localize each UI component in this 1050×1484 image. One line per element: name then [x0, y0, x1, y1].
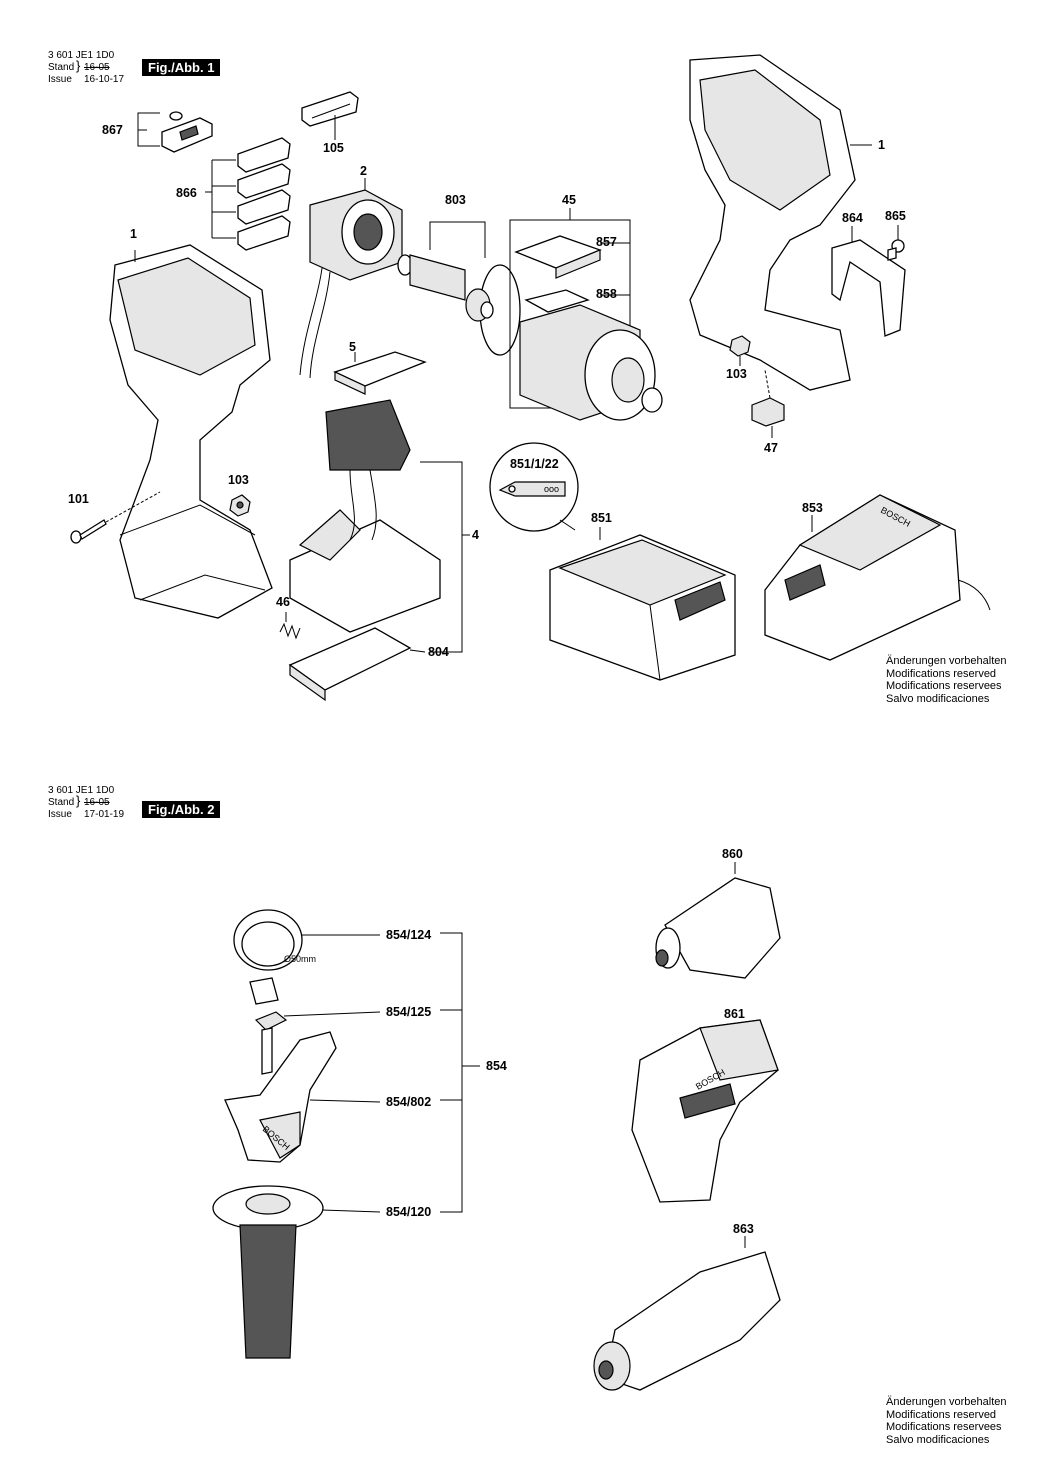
label-865: 865	[885, 209, 906, 223]
part-47-cap	[751, 369, 785, 438]
label-5: 5	[349, 340, 356, 354]
fig1-label: Fig./Abb. 1	[142, 59, 221, 76]
part-5-actuator	[333, 351, 427, 395]
part-103-nut-left	[229, 494, 251, 517]
part-867-slide-switch	[137, 111, 213, 153]
fig1-stand-value: 16-05	[84, 62, 110, 73]
label-105: 105	[323, 141, 344, 155]
label-804: 804	[428, 645, 449, 659]
part-861-angle-adapter: BOSCH	[631, 1019, 779, 1203]
label-851-1-22: 851/1/22	[510, 457, 559, 471]
part-2-stator	[299, 178, 403, 379]
fig1-header: 3 601 JE1 1D0 Stand}16-05 Issue 16-10-17	[48, 50, 125, 85]
battery-id-text: ooo	[544, 484, 559, 494]
fig2-note-de: Änderungen vorbehalten	[886, 1396, 1007, 1408]
label-860: 860	[722, 847, 743, 861]
fig2-doc-number: 3 601 JE1 1D0	[48, 785, 115, 796]
fig2-stand-value: 16-05	[84, 797, 110, 808]
label-854: 854	[486, 1059, 507, 1073]
fig1-note-en: Modifications reserved	[886, 667, 997, 680]
label-103-right: 103	[726, 367, 747, 381]
part-1-housing-left	[109, 244, 273, 619]
part-851-1-22-label-callout: ooo	[489, 442, 579, 532]
label-854-124: 854/124	[386, 928, 431, 942]
label-854-125: 854/125	[386, 1005, 431, 1019]
fig1-note-fr: Modifications reservees	[886, 680, 1002, 692]
label-854-802: 854/802	[386, 1095, 431, 1109]
label-861: 861	[724, 1007, 745, 1021]
part-864-belt-clip	[831, 226, 906, 337]
label-854-120: 854/120	[386, 1205, 431, 1219]
part-4-switch-assembly	[289, 399, 470, 653]
fig2-notes: Änderungen vorbehalten Modifications res…	[886, 1396, 1006, 1446]
part-851-battery	[549, 527, 736, 681]
label-853: 853	[802, 501, 823, 515]
part-854-120-side-handle	[212, 1185, 381, 1359]
label-1-right: 1	[878, 138, 885, 152]
fig2-issue-value: 17-01-19	[84, 809, 125, 820]
label-803: 803	[445, 193, 466, 207]
fig1-note-es: Salvo modificaciones	[886, 692, 990, 705]
part-860-chuck	[655, 862, 781, 979]
fig1-stand-label: Stand	[48, 62, 75, 73]
part-865-screw	[887, 225, 905, 261]
label-46: 46	[276, 595, 290, 609]
label-4: 4	[472, 528, 479, 542]
part-45-gearbox	[509, 208, 663, 421]
label-101: 101	[68, 492, 89, 506]
part-854-802-handle-clamp: BOSCH	[224, 1031, 381, 1163]
label-103-left: 103	[228, 473, 249, 487]
label-851: 851	[591, 511, 612, 525]
part-803-armature	[397, 221, 521, 356]
part-866-cover-set	[205, 137, 291, 251]
part-46-spring	[279, 612, 301, 640]
fig1-note-de: Änderungen vorbehalten	[886, 655, 1007, 667]
part-804-base-plate	[288, 627, 426, 702]
fig1-issue-label: Issue	[48, 74, 72, 85]
part-854-125-screw	[254, 1011, 381, 1075]
fig2-issue-label: Issue	[48, 809, 72, 820]
fig1-issue-value: 16-10-17	[84, 74, 125, 85]
label-867: 867	[102, 123, 123, 137]
part-103-nut-right	[729, 335, 751, 366]
label-45: 45	[562, 193, 576, 207]
part-854-124-clamp-band: Ø50mm	[233, 909, 380, 1005]
label-857: 857	[596, 235, 617, 249]
bracket-854	[440, 932, 480, 1213]
diameter-note: Ø50mm	[284, 954, 316, 964]
label-2: 2	[360, 164, 367, 178]
part-105-cover	[301, 91, 359, 140]
part-101-screw	[70, 491, 161, 544]
fig2-note-en: Modifications reserved	[886, 1408, 997, 1421]
part-1-housing-right	[689, 54, 872, 391]
label-864: 864	[842, 211, 863, 225]
fig2-header: 3 601 JE1 1D0 Stand}16-05 Issue 17-01-19	[48, 785, 125, 820]
fig2-note-fr: Modifications reservees	[886, 1421, 1002, 1433]
label-863: 863	[733, 1222, 754, 1236]
label-858: 858	[596, 287, 617, 301]
fig2-note-es: Salvo modificaciones	[886, 1433, 990, 1446]
fig1-notes: Änderungen vorbehalten Modifications res…	[886, 655, 1006, 705]
label-47: 47	[764, 441, 778, 455]
label-1-left: 1	[130, 227, 137, 241]
fig2-label: Fig./Abb. 2	[142, 801, 221, 818]
part-863-sds-adapter	[593, 1236, 781, 1391]
fig1-doc-number: 3 601 JE1 1D0	[48, 50, 115, 61]
label-866: 866	[176, 186, 197, 200]
fig2-stand-label: Stand	[48, 797, 75, 808]
part-853-charger: BOSCH	[764, 494, 991, 661]
